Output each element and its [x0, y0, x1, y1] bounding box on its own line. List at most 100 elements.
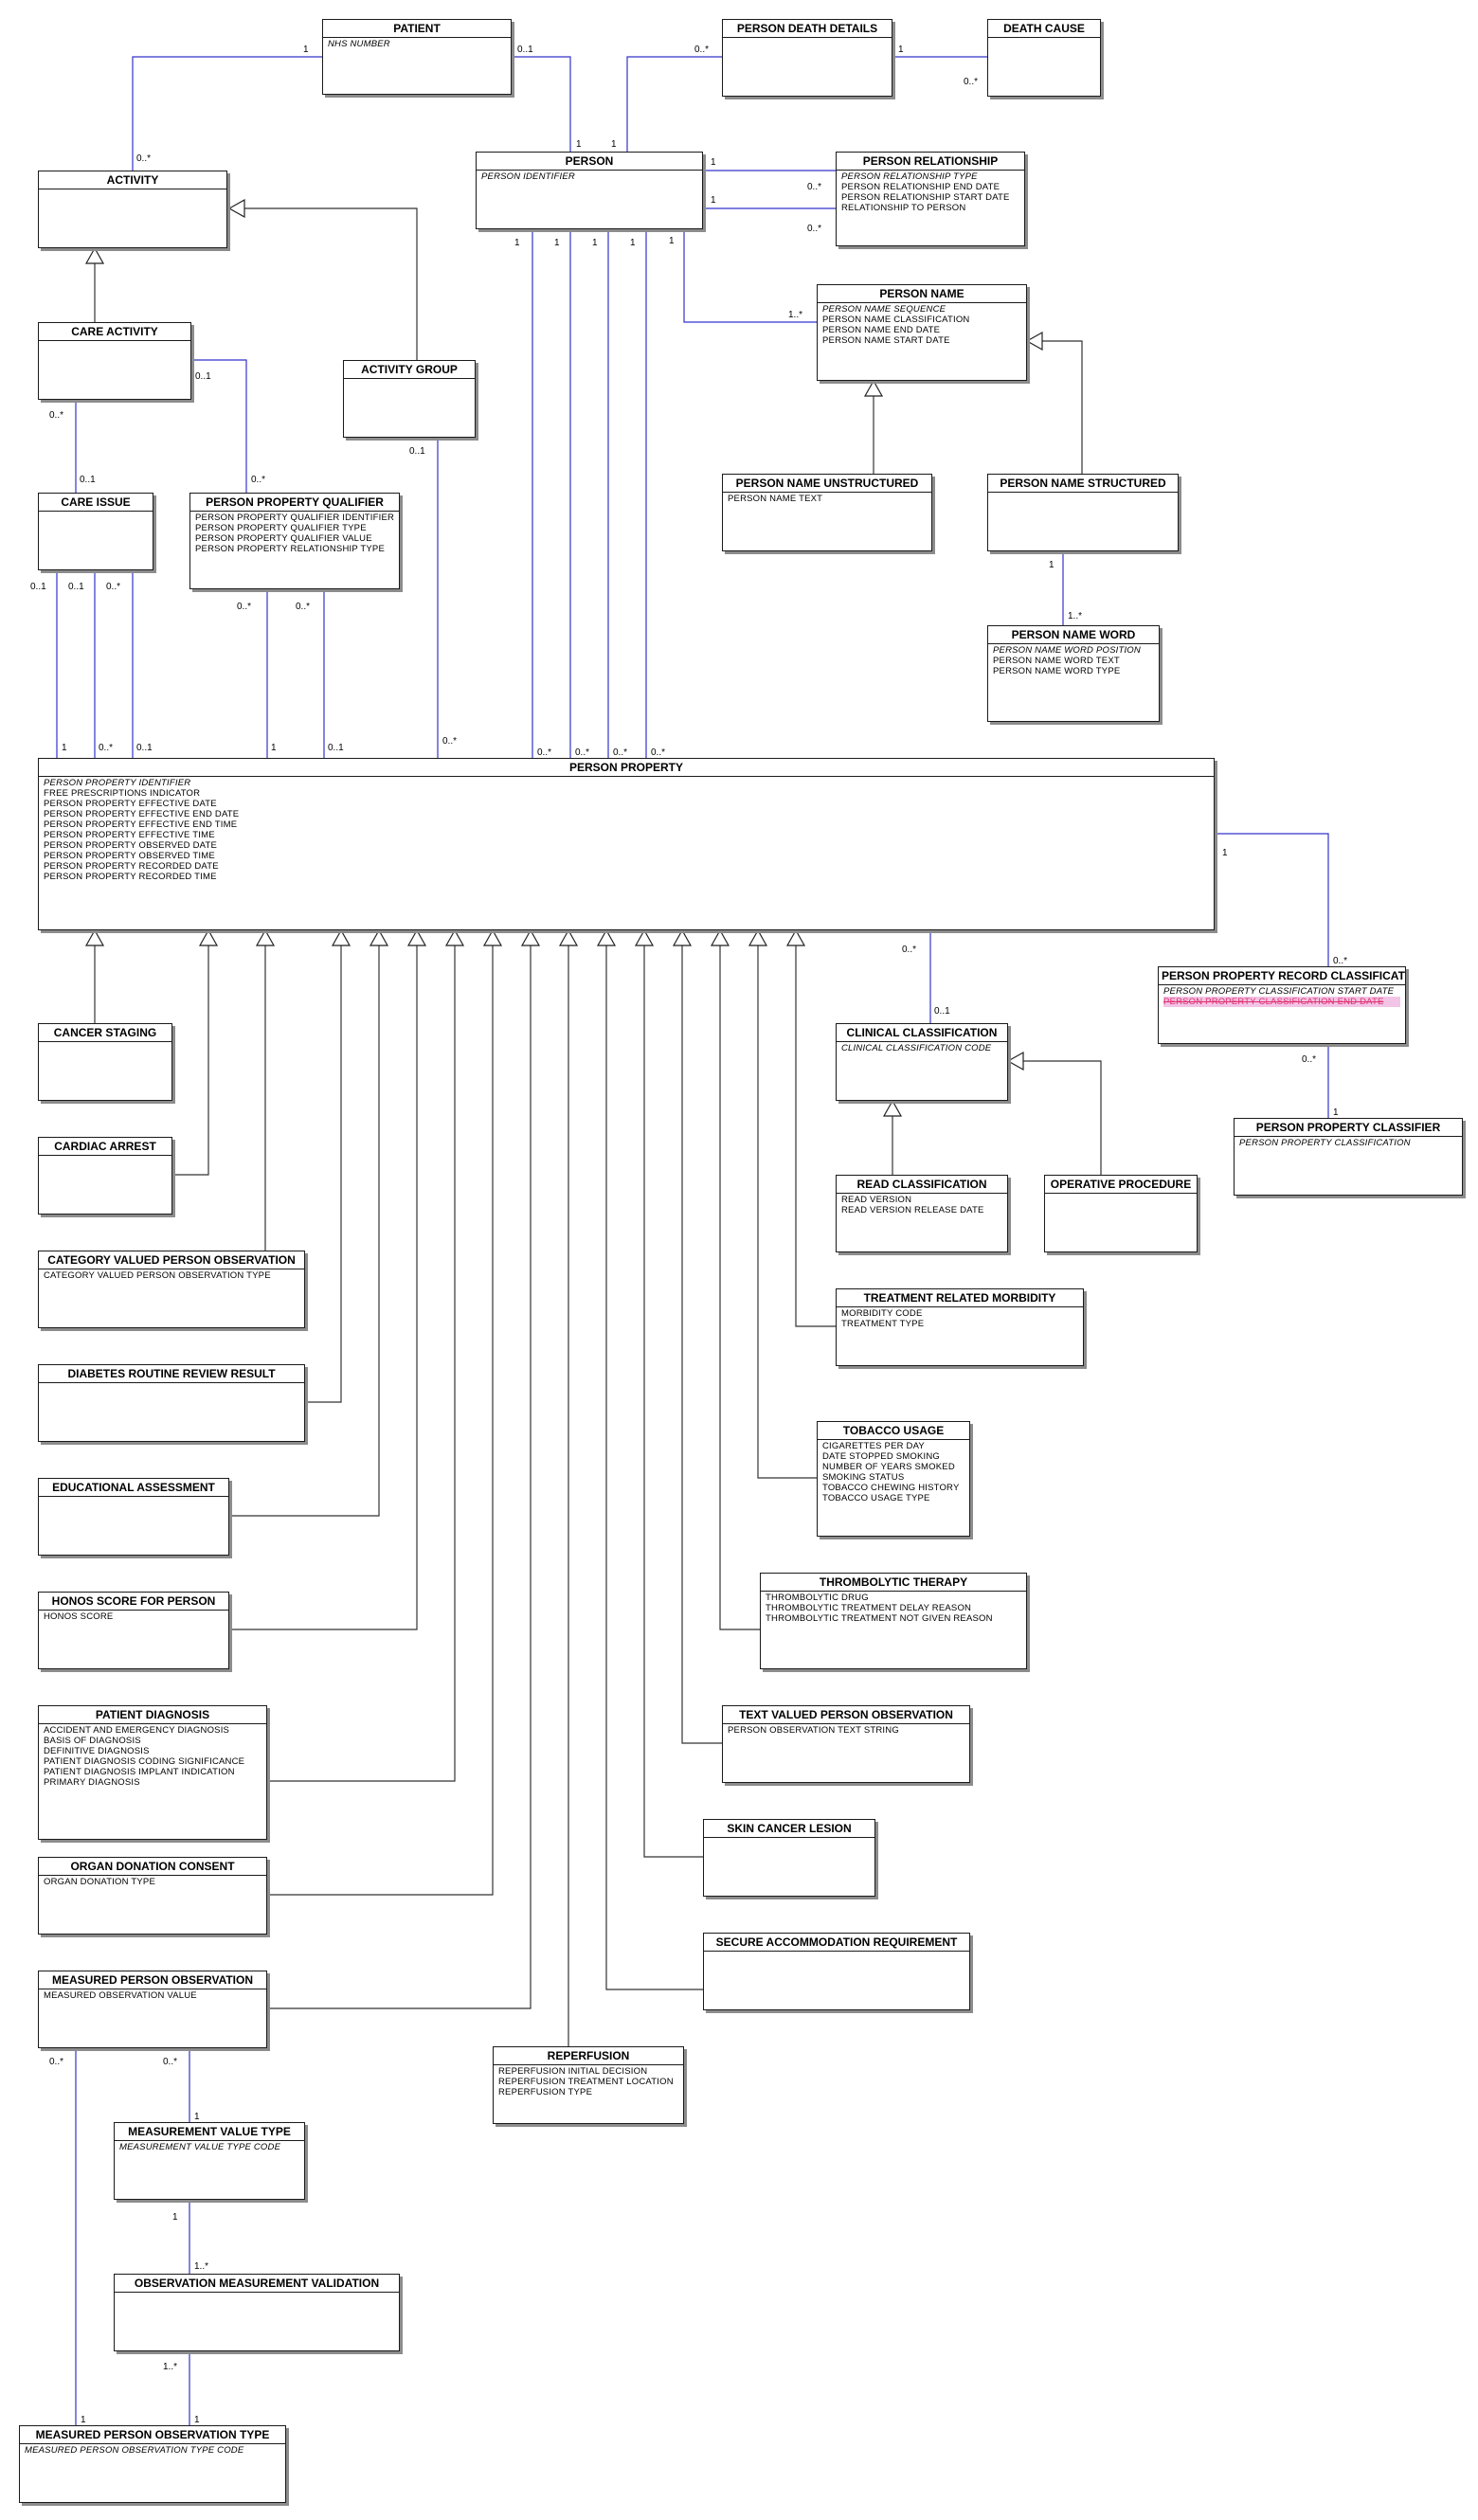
entity-attribute: BASIS OF DIAGNOSIS [44, 1736, 141, 1746]
entity-person-death-details[interactable]: PERSON DEATH DETAILS [722, 19, 892, 97]
generalization-line [229, 945, 418, 1630]
entity-care-issue[interactable]: CARE ISSUE [38, 493, 153, 570]
multiplicity-label: 1 [611, 139, 617, 150]
generalization-arrowhead [444, 928, 465, 946]
multiplicity-label: 1..* [1068, 611, 1083, 621]
entity-attribute: PERSON PROPERTY IDENTIFIER [44, 778, 191, 788]
entity-title: CARE ISSUE [39, 494, 153, 512]
entity-person-name-structured[interactable]: PERSON NAME STRUCTURED [987, 474, 1179, 551]
entity-attribute: PATIENT DIAGNOSIS IMPLANT INDICATION [44, 1767, 235, 1777]
multiplicity-label: 0..* [49, 410, 64, 421]
entity-death-cause[interactable]: DEATH CAUSE [987, 19, 1101, 97]
entity-activity[interactable]: ACTIVITY [38, 171, 227, 248]
entity-title: PERSON PROPERTY RECORD CLASSIFICATION [1159, 967, 1405, 985]
entity-observation-measurement-validation[interactable]: OBSERVATION MEASUREMENT VALIDATION [114, 2274, 400, 2351]
generalization-line [267, 945, 456, 1782]
entity-attribute: FREE PRESCRIPTIONS INDICATOR [44, 788, 201, 799]
multiplicity-label: 0..* [49, 2057, 64, 2067]
entity-attribute: THROMBOLYTIC TREATMENT NOT GIVEN REASON [766, 1613, 993, 1624]
generalization-arrowhead [558, 928, 579, 946]
entity-attribute: CLINICAL CLASSIFICATION CODE [841, 1043, 992, 1053]
entity-cardiac-arrest[interactable]: CARDIAC ARREST [38, 1137, 172, 1215]
multiplicity-label: 0..1 [30, 582, 46, 592]
entity-attribute: PERSON RELATIONSHIP START DATE [841, 192, 1010, 203]
generalization-arrowhead [634, 928, 655, 946]
association-line [626, 56, 722, 152]
multiplicity-label: 1..* [788, 310, 803, 320]
entity-attribute: PERSON PROPERTY QUALIFIER IDENTIFIER [195, 513, 395, 523]
multiplicity-label: 1 [554, 238, 560, 248]
multiplicity-label: 0..* [442, 736, 458, 747]
entity-educational-assessment[interactable]: EDUCATIONAL ASSESSMENT [38, 1478, 229, 1556]
generalization-line [172, 945, 209, 1176]
entity-title: CATEGORY VALUED PERSON OBSERVATION [39, 1251, 304, 1269]
entity-care-activity[interactable]: CARE ACTIVITY [38, 322, 191, 400]
entity-attribute: READ VERSION RELEASE DATE [841, 1205, 984, 1215]
association-line [132, 56, 322, 171]
entity-activity-group[interactable]: ACTIVITY GROUP [343, 360, 476, 438]
entity-secure-accommodation-requirement[interactable]: SECURE ACCOMMODATION REQUIREMENT [703, 1933, 970, 2010]
entity-attributes [39, 1383, 304, 1385]
entity-attribute: PERSON NAME WORD TYPE [993, 666, 1121, 676]
multiplicity-label: 1 [669, 236, 675, 246]
entity-attributes: MEASUREMENT VALUE TYPE CODE [115, 2141, 304, 2153]
entity-attribute: READ VERSION [841, 1195, 912, 1205]
entity-attribute: HONOS SCORE [44, 1611, 114, 1622]
entity-skin-cancer-lesion[interactable]: SKIN CANCER LESION [703, 1819, 875, 1897]
generalization-arrowhead [198, 928, 219, 946]
generalization-arrowhead [748, 928, 768, 946]
entity-title: EDUCATIONAL ASSESSMENT [39, 1479, 228, 1497]
entity-attributes: CATEGORY VALUED PERSON OBSERVATION TYPE [39, 1269, 304, 1282]
generalization-arrowhead [1006, 1051, 1024, 1071]
multiplicity-label: 0..* [537, 747, 552, 758]
entity-title: REPERFUSION [494, 2047, 683, 2065]
entity-title: CARE ACTIVITY [39, 323, 190, 341]
entity-cancer-staging[interactable]: CANCER STAGING [38, 1023, 172, 1101]
multiplicity-label: 1 [898, 45, 904, 55]
multiplicity-label: 0..* [902, 945, 917, 955]
multiplicity-label: 0..* [251, 475, 266, 485]
entity-attributes: ORGAN DONATION TYPE [39, 1876, 266, 1888]
entity-title: PERSON PROPERTY CLASSIFIER [1235, 1119, 1462, 1137]
entity-attribute: PERSON PROPERTY RELATIONSHIP TYPE [195, 544, 386, 554]
entity-title: MEASURED PERSON OBSERVATION [39, 1971, 266, 1989]
multiplicity-label: 1 [194, 2112, 200, 2122]
entity-operative-procedure[interactable]: OPERATIVE PROCEDURE [1044, 1175, 1198, 1252]
entity-attribute: PERSON PROPERTY QUALIFIER VALUE [195, 533, 372, 544]
entity-diabetes-routine-review-result[interactable]: DIABETES ROUTINE REVIEW RESULT [38, 1364, 305, 1442]
entity-attributes [115, 2293, 399, 2295]
entity-attribute: ACCIDENT AND EMERGENCY DIAGNOSIS [44, 1725, 230, 1736]
entity-attributes: MEASURED OBSERVATION VALUE [39, 1989, 266, 2002]
entity-attribute: REPERFUSION INITIAL DECISION [498, 2066, 648, 2077]
